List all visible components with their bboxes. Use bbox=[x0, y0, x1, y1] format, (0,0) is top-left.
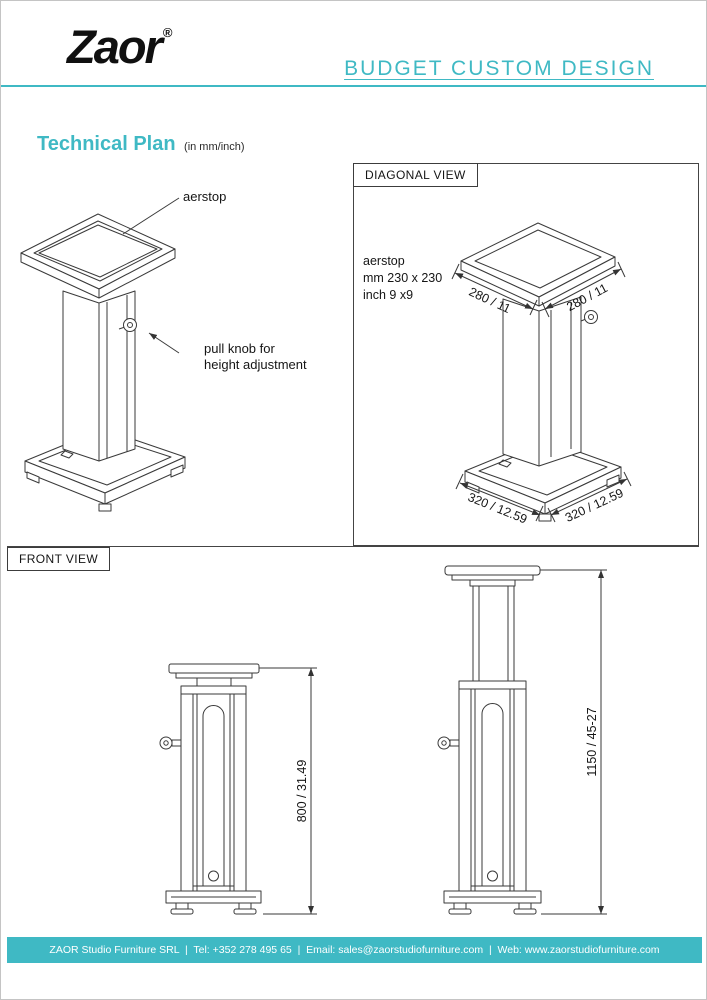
header-divider bbox=[1, 85, 706, 87]
base-notch bbox=[60, 450, 74, 459]
dimension-top-right bbox=[541, 261, 626, 318]
aerstop-note-line3: inch 9 x9 bbox=[363, 288, 413, 302]
knob-arrow bbox=[148, 332, 180, 354]
diagonal-view-region bbox=[353, 163, 699, 546]
aerstop-label: aerstop bbox=[183, 189, 226, 204]
dimension-top-left bbox=[451, 263, 538, 316]
page-title: Technical Plan bbox=[37, 133, 176, 155]
title-row: Technical Plan (in mm/inch) bbox=[37, 133, 245, 156]
base-notch bbox=[498, 459, 512, 468]
dim-1150-label: 1150 / 45-27 bbox=[585, 707, 599, 776]
dimension-base-right bbox=[547, 471, 632, 523]
pull-knob bbox=[580, 310, 598, 324]
dimension-800 bbox=[259, 667, 317, 915]
pull-knob bbox=[118, 318, 137, 332]
dimension-1150 bbox=[540, 569, 607, 915]
dim-800-label: 800 / 31.49 bbox=[295, 760, 309, 823]
diagonal-view-label: DIAGONAL VIEW bbox=[353, 163, 478, 187]
logo-text: Zaor bbox=[67, 20, 163, 73]
stand-column bbox=[62, 290, 136, 462]
diagonal-view-drawing: aerstop mm 230 x 230 inch 9 x9 280 / 11 … bbox=[363, 222, 632, 527]
aerstop-note-line2: mm 230 x 230 bbox=[363, 271, 442, 285]
front-view-drawing: 800 / 31.49 1150 / 45-27 bbox=[159, 565, 607, 915]
stand-top-plate bbox=[20, 213, 176, 299]
knob-label-line1: pull knob for bbox=[204, 341, 275, 356]
aerstop-leader-line bbox=[122, 197, 180, 235]
dimension-base-left bbox=[455, 473, 544, 522]
stand-column bbox=[502, 296, 582, 467]
front-view-label: FRONT VIEW bbox=[7, 547, 111, 571]
isometric-view-drawing: aerstop pull knob for height adjustment bbox=[20, 189, 307, 512]
knob-label-line2: height adjustment bbox=[204, 357, 307, 372]
front-stand-short bbox=[159, 663, 262, 915]
front-stand-tall bbox=[437, 565, 542, 915]
tagline: BUDGET CUSTOM DESIGN bbox=[344, 57, 654, 80]
footer-bar: ZAOR Studio Furniture SRL | Tel: +352 27… bbox=[7, 937, 702, 963]
registered-mark: ® bbox=[162, 25, 173, 40]
front-view-divider bbox=[7, 546, 699, 547]
title-unit: (in mm/inch) bbox=[184, 141, 245, 153]
zaor-logo: Zaor® bbox=[67, 19, 172, 74]
aerstop-note-line1: aerstop bbox=[363, 254, 405, 268]
